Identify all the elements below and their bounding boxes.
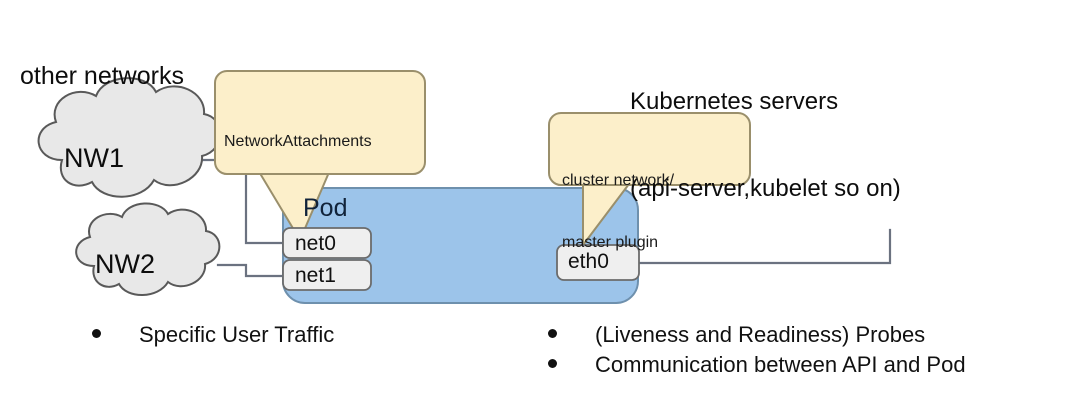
pod-label: Pod <box>303 194 348 222</box>
connector-nw2-to-net1 <box>216 263 286 278</box>
cloud-nw1-shape <box>37 77 222 198</box>
cloud-nw2-shape <box>75 202 221 296</box>
eth0-chip-shape <box>556 244 640 281</box>
bullet-dot-icon <box>92 329 101 338</box>
bullet-dot-icon <box>548 359 557 368</box>
kubernetes-servers-title-line2: (api-server,kubelet so on) <box>630 175 901 203</box>
bullet-right-2: Communication between API and Pod <box>548 352 966 378</box>
net1-label: net1 <box>295 264 336 287</box>
net0-label: net0 <box>295 232 336 255</box>
networkattachments-callout-line1: NetworkAttachments <box>224 132 372 150</box>
cloud-nw1-label: NW1 <box>64 143 124 173</box>
other-networks-title: other networks <box>20 62 184 90</box>
cluster-network-callout-line1: cluster network/ <box>562 171 675 189</box>
bullet-right-1-text: (Liveness and Readiness) Probes <box>595 322 926 347</box>
kubernetes-servers-title-line1: Kubernetes servers <box>630 87 839 115</box>
eth0-label: eth0 <box>568 250 609 273</box>
interface-chips <box>282 227 640 291</box>
bullet-right-1: (Liveness and Readiness) Probes <box>548 322 925 348</box>
connector-eth0-to-apiserver <box>636 228 892 265</box>
bullet-left-1-text: Specific User Traffic <box>139 322 335 347</box>
net1-chip-shape <box>282 259 372 291</box>
networkattachments-callout-text: NetworkAttachments <box>224 90 372 194</box>
cluster-network-callout-shape <box>548 112 751 246</box>
bullet-left-1: Specific User Traffic <box>92 322 334 348</box>
bullet-right-2-text: Communication between API and Pod <box>595 352 966 377</box>
cluster-network-callout-text: cluster network/ master plugin <box>562 129 674 295</box>
bullet-dot-icon <box>548 329 557 338</box>
net0-chip-shape <box>282 227 372 259</box>
networkattachments-callout-shape <box>214 70 426 241</box>
cluster-network-callout-line2: master plugin <box>562 233 659 251</box>
cloud-nw2-label: NW2 <box>95 249 155 279</box>
kubernetes-servers-title: Kubernetes servers (api-server,kubelet s… <box>630 28 901 262</box>
